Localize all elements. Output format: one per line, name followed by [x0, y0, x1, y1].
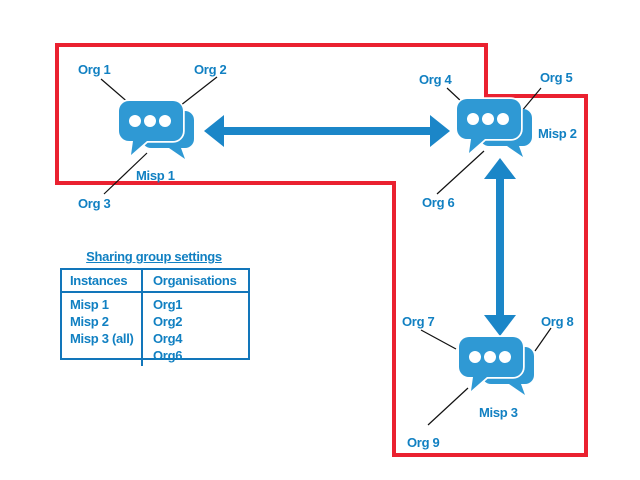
label-org3: Org 3	[78, 196, 111, 211]
connector-org4-misp2	[446, 87, 463, 103]
organisation-item: Org4	[153, 331, 183, 346]
connector-org6-misp2	[436, 150, 485, 195]
column-header-instances: Instances	[62, 270, 143, 291]
table-header-row: Instances Organisations	[62, 270, 248, 293]
organisation-item: Org6	[153, 348, 183, 363]
arrowhead-down-icon	[484, 315, 516, 336]
label-misp1: Misp 1	[136, 168, 175, 183]
instance-item: Misp 3 (all)	[70, 331, 134, 346]
label-org6: Org 6	[422, 195, 455, 210]
arrowhead-left-icon	[204, 115, 224, 147]
sharing-group-boundary-outline	[55, 43, 588, 457]
connector-org2-misp1	[175, 76, 218, 110]
label-org8: Org 8	[541, 314, 574, 329]
table-body: Misp 1 Misp 2 Misp 3 (all) Org1 Org2 Org…	[62, 293, 248, 366]
comments-icon-misp1	[117, 99, 196, 161]
connector-org7-misp3	[420, 329, 457, 350]
connector-org5-misp2	[520, 87, 542, 113]
arrow-misp2-misp3	[484, 158, 516, 336]
label-org9: Org 9	[407, 435, 440, 450]
organisation-item: Org1	[153, 297, 183, 312]
comments-icon-misp2	[455, 97, 534, 159]
label-misp3: Misp 3	[479, 405, 518, 420]
label-org5: Org 5	[540, 70, 573, 85]
arrowhead-right-icon	[430, 115, 450, 147]
label-misp2: Misp 2	[538, 126, 577, 141]
label-org2: Org 2	[194, 62, 227, 77]
connector-org3-misp1	[103, 152, 148, 195]
arrow-misp1-misp2	[204, 115, 450, 147]
sharing-group-settings-table: Instances Organisations Misp 1 Misp 2 Mi…	[60, 268, 250, 366]
comments-icon-misp3	[457, 335, 536, 397]
connector-org1-misp1	[100, 78, 131, 105]
label-org7: Org 7	[402, 314, 435, 329]
label-org1: Org 1	[78, 62, 111, 77]
organisation-item: Org2	[153, 314, 183, 329]
label-org4: Org 4	[419, 72, 452, 87]
organisations-cell: Org1 Org2 Org4 Org6	[143, 293, 248, 366]
instance-item: Misp 2	[70, 314, 109, 329]
sharing-group-settings-title: Sharing group settings	[86, 249, 222, 264]
column-header-organisations: Organisations	[153, 273, 237, 288]
instance-item: Misp 1	[70, 297, 109, 312]
connector-org8-misp3	[534, 327, 552, 352]
instances-cell: Misp 1 Misp 2 Misp 3 (all)	[62, 293, 143, 366]
connector-org9-misp3	[427, 387, 469, 426]
arrowhead-up-icon	[484, 158, 516, 179]
